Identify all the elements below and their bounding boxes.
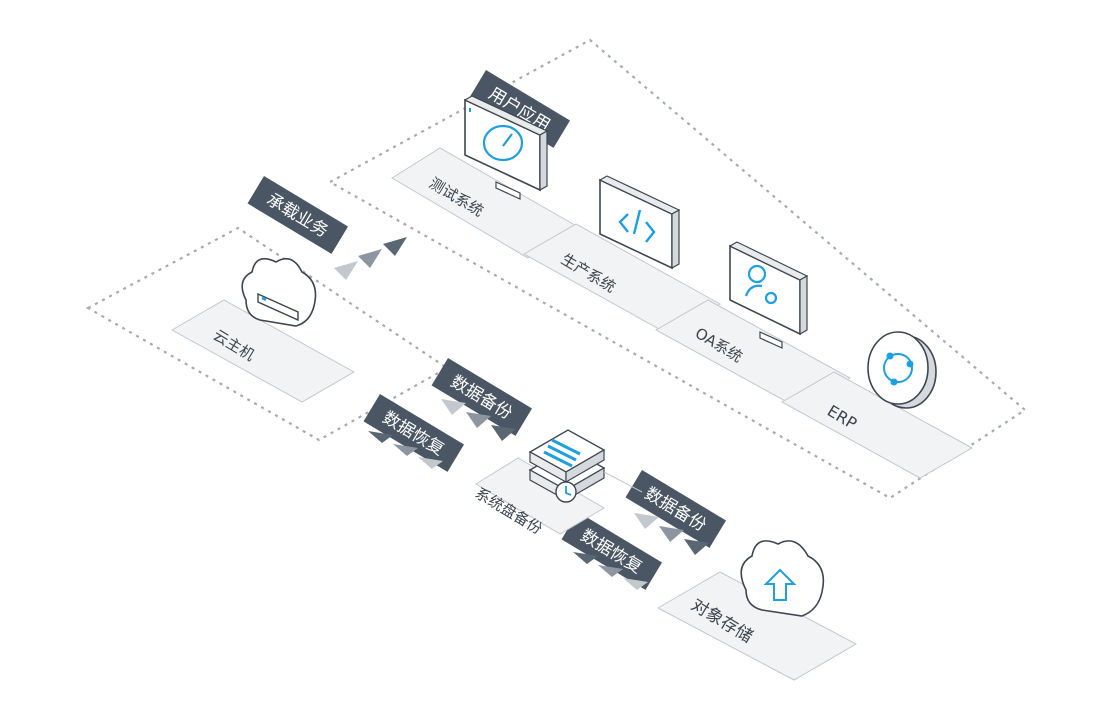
tile-erp: ERP [782, 332, 972, 478]
arrow-triangle [383, 237, 407, 256]
tag-carry-business: 承载业务 [248, 176, 348, 254]
cloud-upload-icon [741, 541, 823, 616]
cloud-server-icon [242, 259, 315, 326]
tile-cloud-host: 云主机 [172, 259, 354, 402]
tag-data-backup-1: 数据备份 [432, 358, 532, 436]
arrow-triangle [358, 249, 382, 268]
arrow-triangle [334, 261, 358, 280]
arrow-triangle [634, 513, 659, 529]
carry-business-arrows [334, 237, 407, 280]
tile-object-storage: 对象存储 [658, 541, 856, 680]
